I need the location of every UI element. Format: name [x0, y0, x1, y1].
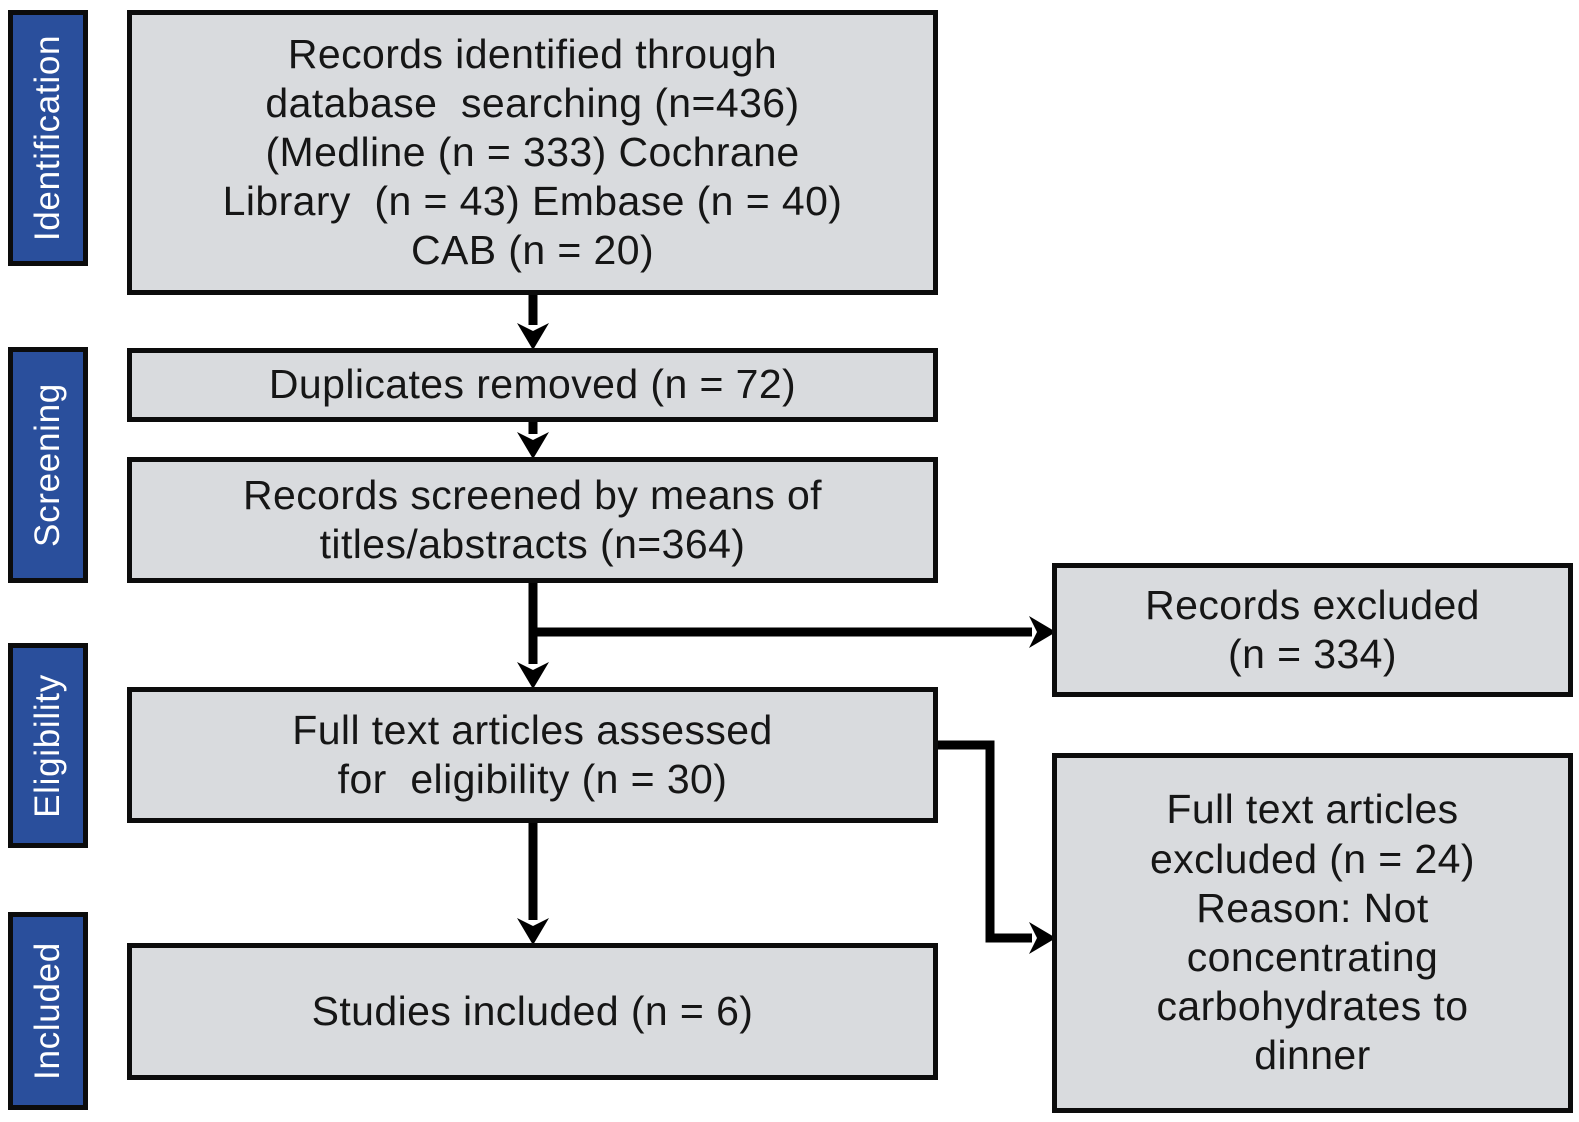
box-studies-included-text: Studies included (n = 6) [311, 987, 754, 1034]
arrow-identified-to-duplicates [517, 293, 549, 350]
box-fulltext-excluded-text: Full text articles excluded (n = 24) Rea… [1150, 786, 1475, 1079]
arrow-duplicates-to-screened [517, 420, 549, 459]
stage-label-screening-text: Screening [28, 383, 67, 547]
box-fulltext-assessed-text: Full text articles assessed for eligibil… [292, 706, 773, 802]
stage-label-eligibility: Eligibility [8, 643, 88, 848]
box-fulltext-excluded: Full text articles excluded (n = 24) Rea… [1052, 753, 1573, 1113]
stage-label-identification: Identification [8, 10, 88, 266]
arrow-fulltext-to-included [517, 821, 549, 945]
arrow-screened-to-records-excluded [533, 616, 1056, 648]
box-fulltext-assessed: Full text articles assessed for eligibil… [127, 687, 938, 823]
box-duplicates-removed: Duplicates removed (n = 72) [127, 348, 938, 422]
box-records-excluded-text: Records excluded (n = 334) [1145, 581, 1480, 677]
box-records-identified-text: Records identified through database sear… [222, 30, 843, 274]
stage-label-identification-text: Identification [28, 34, 67, 242]
stage-label-screening: Screening [8, 347, 88, 583]
box-duplicates-removed-text: Duplicates removed (n = 72) [268, 361, 797, 408]
box-records-identified: Records identified through database sear… [127, 10, 938, 295]
stage-label-included: Included [8, 912, 88, 1110]
arrow-fulltext-to-fulltext-excluded [938, 740, 1056, 954]
box-studies-included: Studies included (n = 6) [127, 943, 938, 1080]
arrow-screened-to-fulltext [517, 581, 549, 689]
box-records-screened: Records screened by means of titles/abst… [127, 457, 938, 583]
stage-label-included-text: Included [28, 942, 67, 1080]
stage-label-eligibility-text: Eligibility [28, 673, 67, 818]
box-records-screened-text: Records screened by means of titles/abst… [243, 471, 822, 567]
box-records-excluded: Records excluded (n = 334) [1052, 563, 1573, 697]
